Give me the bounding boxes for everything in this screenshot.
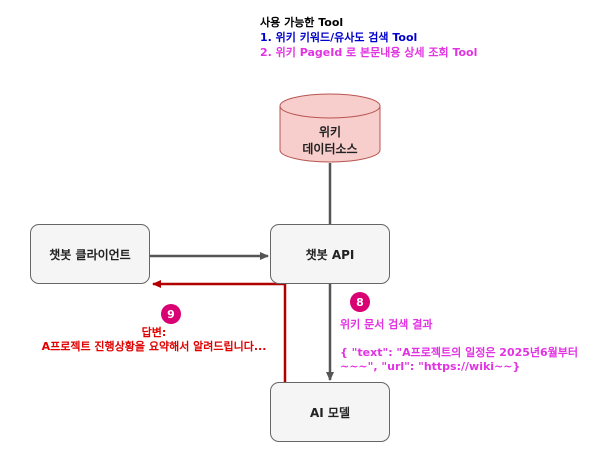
answer-label: 답변: (141, 326, 167, 339)
chatbot-client-node: 챗봇 클라이언트 (30, 224, 150, 284)
search-result-json-line2: ~~~", "url": "https://wiki~~} (340, 360, 521, 373)
wiki-datasource-label: 위키 데이터소스 (278, 124, 382, 158)
tool-list: 사용 가능한 Tool 1. 위키 키워드/유사도 검색 Tool 2. 위키 … (260, 15, 477, 60)
answer-text: A프로젝트 진행상황을 요약해서 알려드립니다... (41, 340, 267, 353)
step-9-number: 9 (167, 307, 175, 321)
chatbot-api-label: 챗봇 API (305, 247, 355, 262)
db-label-line1: 위키 (318, 125, 342, 139)
search-result-title: 위키 문서 검색 결과 (340, 318, 433, 331)
answer-annotation: 답변: A프로젝트 진행상황을 요약해서 알려드립니다... (20, 326, 288, 354)
tool-keyword-search: 1. 위키 키워드/유사도 검색 Tool (260, 31, 418, 44)
step-8-badge: 8 (350, 292, 370, 312)
ai-model-label: AI 모델 (309, 405, 350, 420)
search-result-annotation: 위키 문서 검색 결과 { "text": "A프로젝트의 일정은 2025년6… (340, 318, 590, 374)
db-label-line2: 데이터소스 (302, 142, 358, 156)
chatbot-api-node: 챗봇 API (270, 224, 390, 284)
ai-model-node: AI 모델 (270, 382, 390, 442)
step-8-number: 8 (356, 295, 364, 309)
wiki-datasource-cylinder (279, 93, 381, 163)
model-to-client-answer-arrow (152, 280, 287, 383)
tool-list-header: 사용 가능한 Tool (260, 16, 344, 29)
step-9-badge: 9 (161, 304, 181, 324)
chatbot-client-label: 챗봇 클라이언트 (49, 247, 131, 262)
tool-page-detail: 2. 위키 PageId 로 본문내용 상세 조회 Tool (260, 46, 478, 59)
search-result-json-line1: { "text": "A프로젝트의 일정은 2025년6월부터 (340, 346, 579, 359)
